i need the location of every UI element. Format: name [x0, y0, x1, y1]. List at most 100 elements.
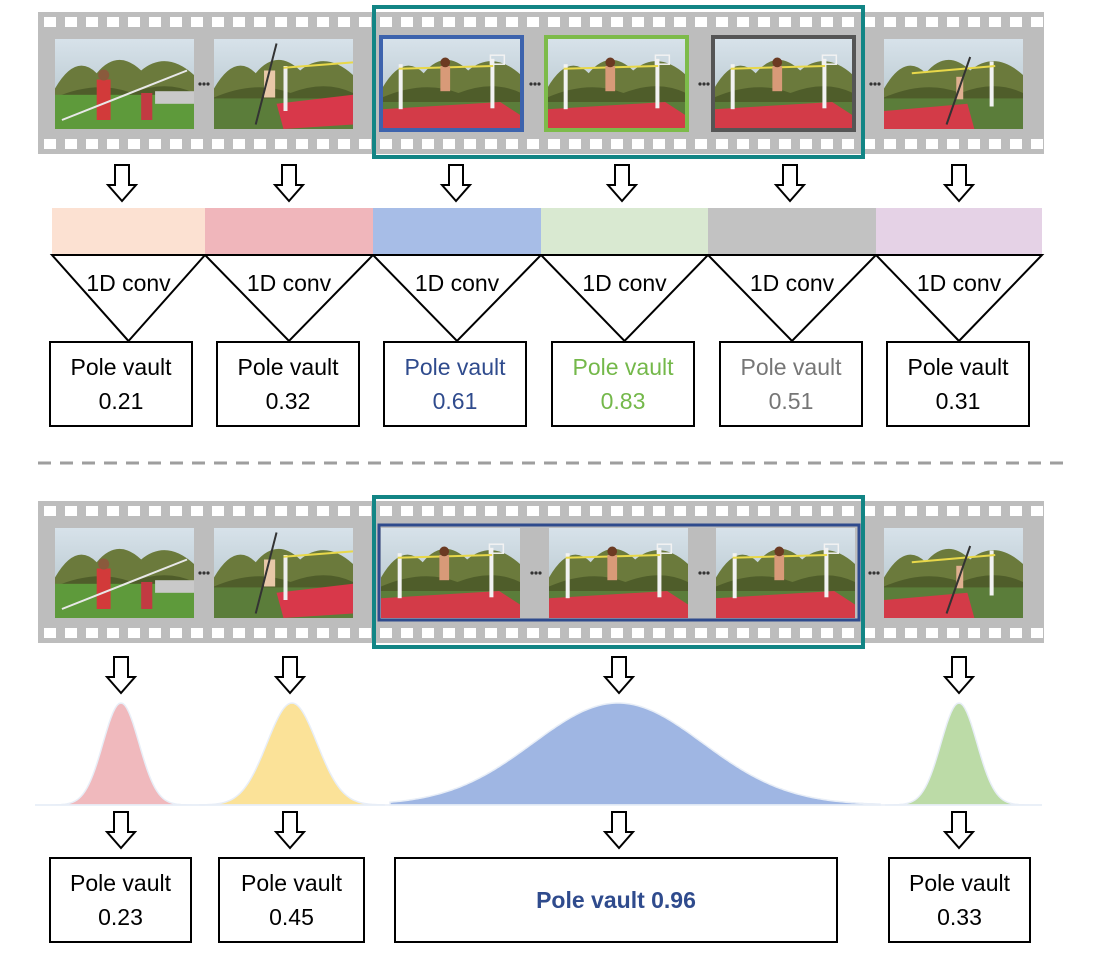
- top-prediction-box-1: Pole vault 0.21: [49, 341, 193, 427]
- top-sprocket-hole: [65, 17, 77, 27]
- top-frame-gap-dots: [698, 82, 702, 86]
- bottom-sprocket-hole: [800, 628, 812, 638]
- top-prediction-label-3: Pole vault: [404, 354, 506, 380]
- top-prediction-score-1: 0.21: [98, 388, 144, 414]
- top-sprocket-hole: [275, 17, 287, 27]
- top-sprocket-hole: [611, 17, 623, 27]
- top-sprocket-hole: [863, 139, 875, 149]
- bottom-frame-1-bench: [155, 580, 194, 593]
- top-frame-2-pole: [254, 43, 278, 125]
- top-sprocket-hole: [989, 139, 1001, 149]
- top-frame-4-standard-right: [655, 58, 660, 109]
- top-frame-2-athlete: [264, 70, 276, 98]
- top-sprocket-hole: [296, 139, 308, 149]
- bottom-top-arrow-4-icon: [942, 656, 976, 695]
- bottom-prediction-label-4: Pole vault: [908, 870, 1010, 896]
- bottom-frame-5: [716, 528, 855, 618]
- top-frame-3-standard-right: [490, 58, 495, 109]
- top-sprocket-hole: [842, 17, 854, 27]
- top-sprocket-hole: [191, 139, 203, 149]
- bottom-sprocket-hole: [905, 506, 917, 516]
- bottom-sprocket-hole: [359, 506, 371, 516]
- bottom-frame-6-crossbar: [911, 554, 996, 564]
- bottom-sprocket-hole: [947, 506, 959, 516]
- top-frame-4: [547, 39, 686, 129]
- top-frame-gap-dots: [533, 82, 537, 86]
- bottom-frame-5-athlete: [774, 555, 785, 581]
- top-sprocket-hole: [338, 139, 350, 149]
- bottom-sprocket-hole: [485, 506, 497, 516]
- top-sprocket-hole: [128, 139, 140, 149]
- top-frame-3: [382, 39, 521, 129]
- top-frame-4-athlete-head: [605, 57, 616, 68]
- top-sprocket-hole: [464, 17, 476, 27]
- top-frame-1-bench: [155, 91, 194, 104]
- bottom-frame-gap-dots: [206, 571, 210, 575]
- bottom-top-arrow-3-icon: [602, 656, 636, 695]
- top-sprocket-hole: [800, 17, 812, 27]
- bottom-frame-4-athlete-head: [607, 546, 618, 557]
- top-frame-gap-dots: [702, 82, 706, 86]
- bottom-prediction-box-4: Pole vault 0.33: [888, 857, 1031, 943]
- bottom-frame-4-athlete: [607, 555, 618, 581]
- top-frame-6: [884, 39, 1023, 129]
- bottom-frame-4-standard-right: [657, 547, 662, 598]
- top-sprocket-hole: [338, 17, 350, 27]
- conv-label-5: 1D conv: [750, 270, 835, 296]
- bottom-sprocket-hole: [842, 506, 854, 516]
- top-sprocket-hole: [695, 139, 707, 149]
- top-frame-1-spectator: [141, 93, 153, 120]
- top-frame-4-athlete: [605, 66, 616, 92]
- bottom-sprocket-hole: [569, 506, 581, 516]
- top-sprocket-hole: [212, 139, 224, 149]
- gaussian-segment-4: [885, 702, 1042, 806]
- top-sprocket-hole: [569, 139, 581, 149]
- gaussian-segment-3: [389, 702, 881, 806]
- bottom-merged-frames-border: [377, 523, 861, 622]
- bottom-frame-4-standard-left: [565, 553, 570, 599]
- gaussian-segment-1: [35, 702, 205, 806]
- bottom-frame-5-athlete-head: [774, 546, 785, 557]
- top-frame-2-standard: [283, 66, 288, 111]
- bottom-frame-gap-dots: [198, 571, 202, 575]
- top-sprocket-hole: [233, 139, 245, 149]
- bottom-sprocket-hole: [905, 628, 917, 638]
- top-sprocket-hole: [86, 139, 98, 149]
- bottom-frame-2-crossbar: [283, 550, 354, 558]
- top-frame-gap-dots: [202, 82, 206, 86]
- bottom-prediction-score-1: 0.23: [98, 904, 143, 930]
- top-prediction-label-2: Pole vault: [237, 354, 339, 380]
- bottom-frame-4: [549, 528, 688, 618]
- bottom-sprocket-hole: [506, 628, 518, 638]
- bottom-sprocket-hole: [485, 628, 497, 638]
- bottom-sprocket-hole: [254, 628, 266, 638]
- top-sprocket-hole: [149, 139, 161, 149]
- bottom-sprocket-hole: [422, 628, 434, 638]
- top-sprocket-hole: [653, 139, 665, 149]
- top-frame-1-pole: [61, 69, 188, 121]
- top-sprocket-hole: [191, 17, 203, 27]
- top-sprocket-hole: [527, 139, 539, 149]
- bottom-sprocket-hole: [716, 628, 728, 638]
- bottom-frame-6: [884, 528, 1023, 618]
- bottom-frame-gap-dots: [702, 571, 706, 575]
- conv-label-4: 1D conv: [582, 270, 667, 296]
- bottom-frame-5-standard-left: [732, 553, 737, 599]
- feature-block-1: [52, 208, 205, 255]
- bottom-sprocket-hole: [338, 628, 350, 638]
- top-frame-1-athlete: [96, 79, 111, 120]
- bottom-frame-gap-dots: [202, 571, 206, 575]
- conv-triangle-6: [873, 254, 1045, 343]
- bottom-sprocket-hole: [44, 628, 56, 638]
- top-sprocket-hole: [107, 17, 119, 27]
- top-frame-gap-dots: [877, 82, 881, 86]
- top-frame-5-landing-mat: [714, 102, 853, 129]
- conv-label-6: 1D conv: [917, 270, 1002, 296]
- bottom-sprocket-hole: [338, 506, 350, 516]
- bottom-selected-segment-highlight: [372, 495, 865, 649]
- top-sprocket-hole: [947, 139, 959, 149]
- top-sprocket-hole: [380, 17, 392, 27]
- top-sprocket-hole: [716, 139, 728, 149]
- bottom-sprocket-hole: [1031, 506, 1043, 516]
